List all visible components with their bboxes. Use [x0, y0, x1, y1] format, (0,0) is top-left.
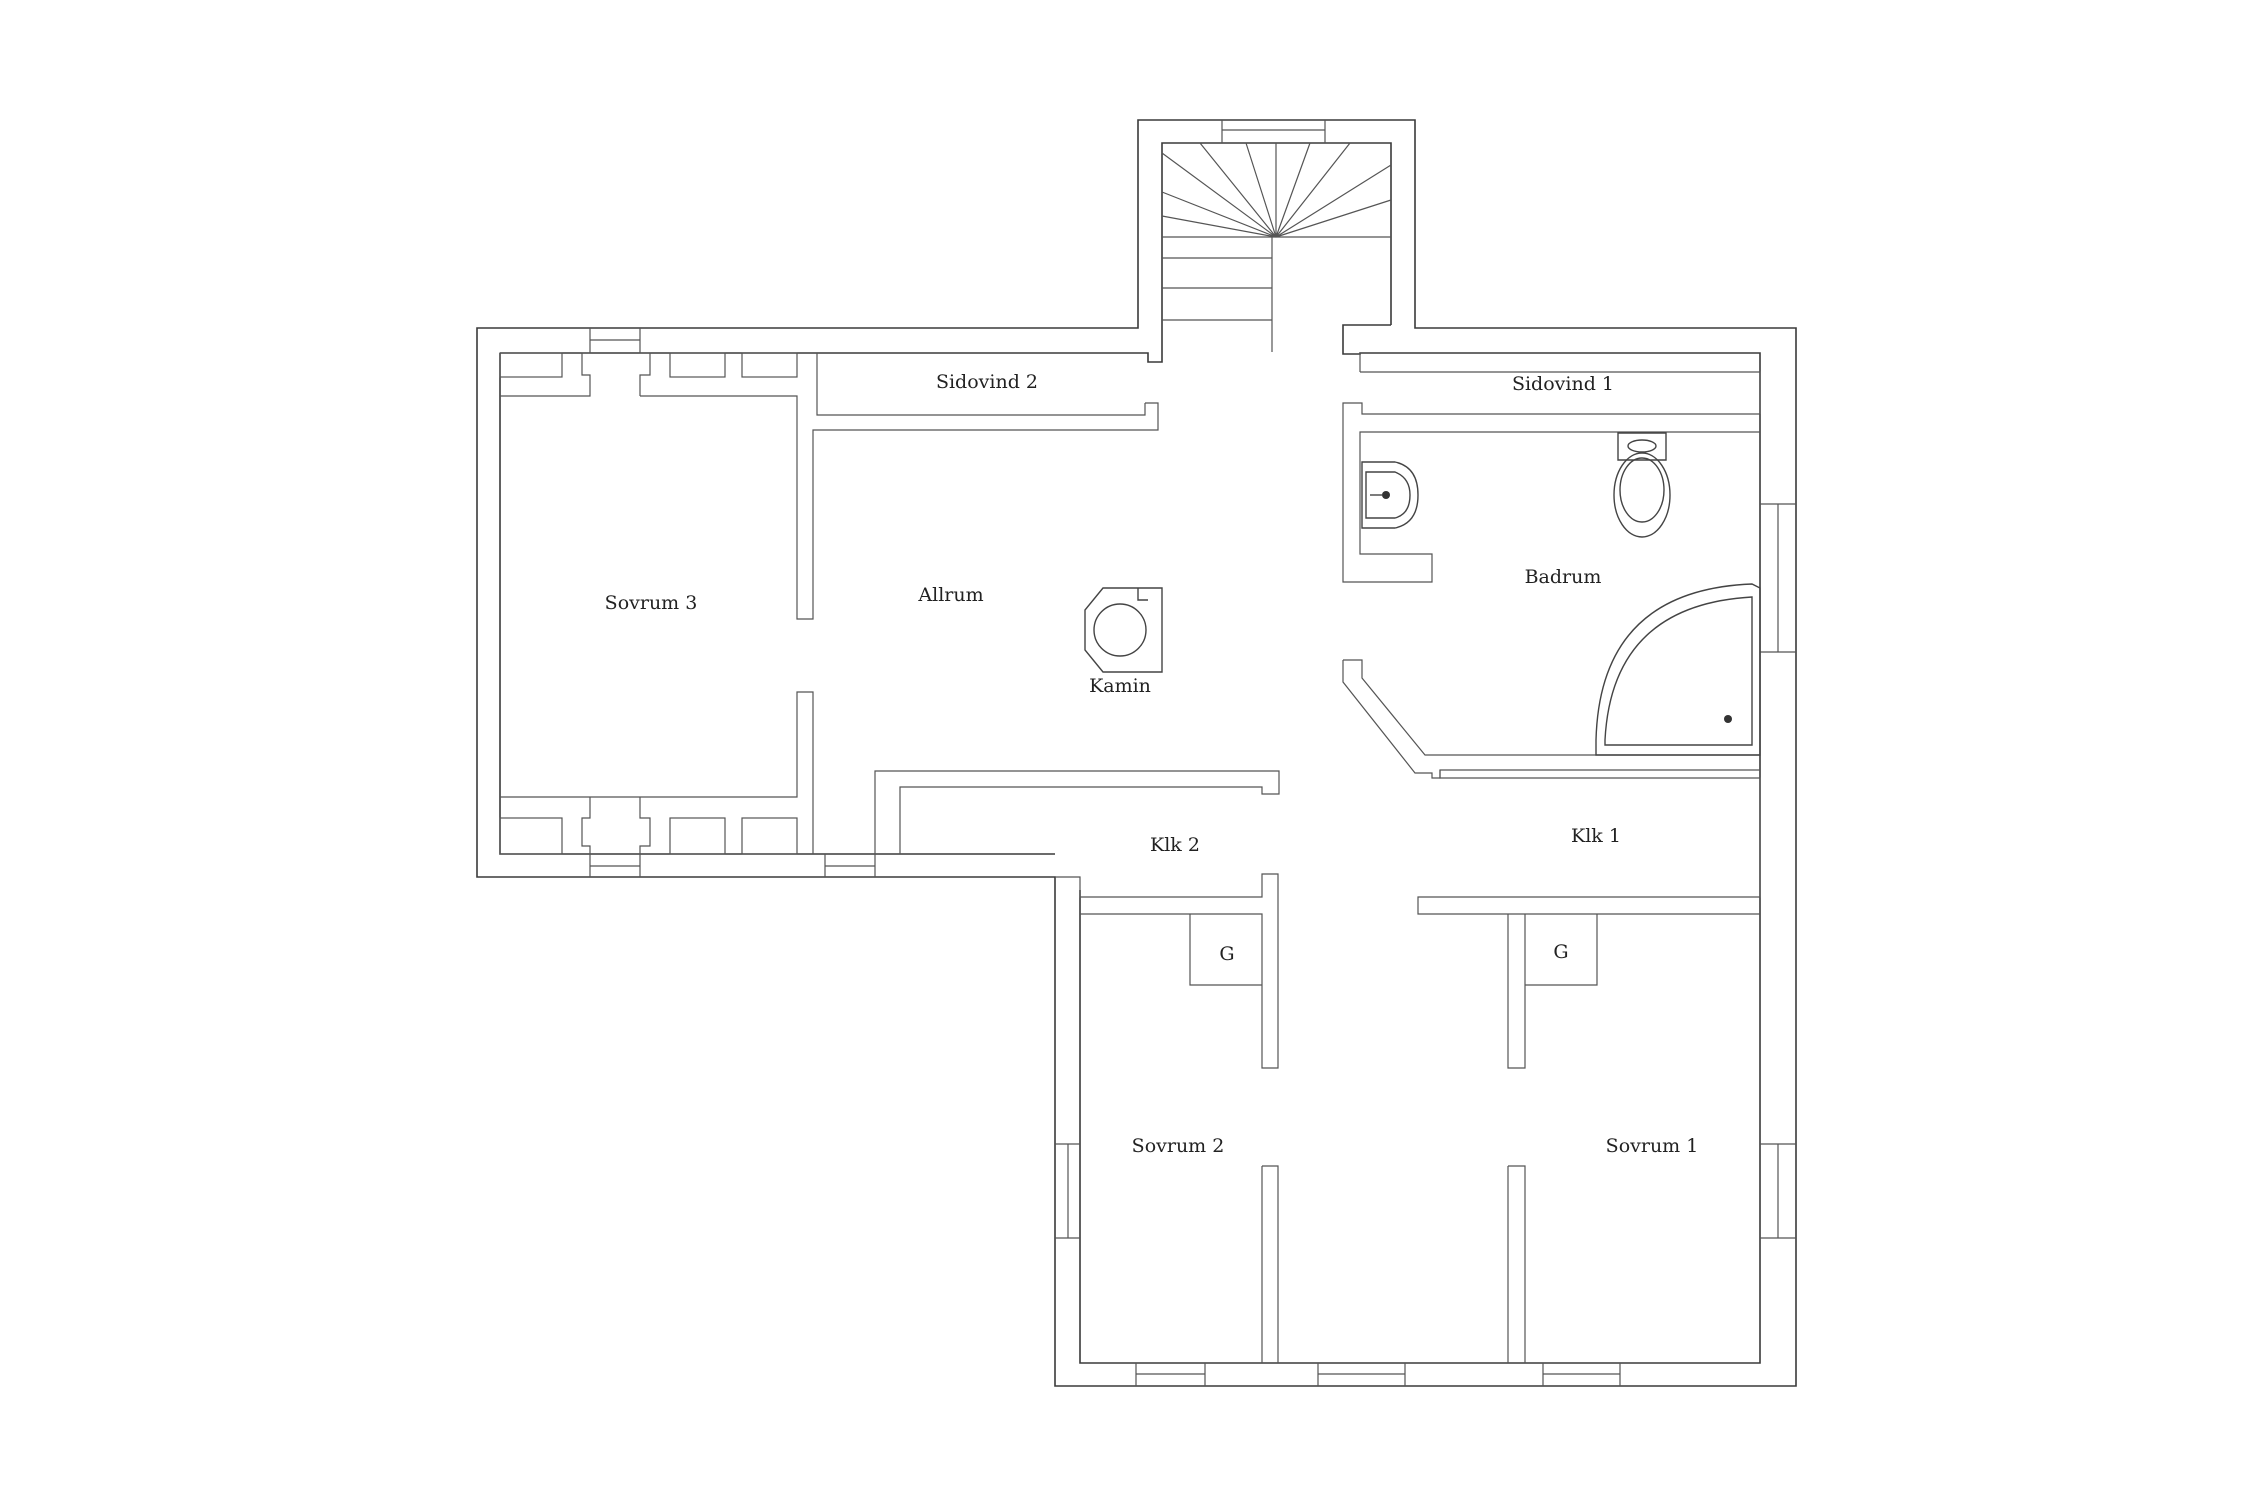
label-g-right: G — [1553, 941, 1568, 963]
outer-walls — [476, 119, 1797, 1387]
stair-top-window — [1221, 120, 1326, 143]
label-klk-2: Klk 2 — [1150, 834, 1200, 856]
label-sovrum-3: Sovrum 3 — [605, 592, 698, 614]
outer-wall-outline — [476, 119, 1797, 1387]
label-g-left: G — [1219, 943, 1234, 965]
kamin-fireplace — [1084, 587, 1163, 673]
lower-walls — [1055, 770, 1796, 1386]
staircase — [1161, 142, 1392, 352]
label-allrum: Allrum — [917, 584, 983, 606]
label-sovrum-2: Sovrum 2 — [1132, 1135, 1225, 1157]
label-badrum: Badrum — [1525, 566, 1602, 588]
label-klk-1: Klk 1 — [1571, 825, 1621, 847]
sovrum3-walls — [499, 328, 1280, 877]
label-sidovind-1: Sidovind 1 — [1512, 373, 1614, 395]
inner-wall-outline — [499, 142, 1761, 1364]
room-labels: Sidovind 2 Sidovind 1 Sovrum 3 Allrum Ba… — [605, 371, 1699, 1157]
label-sidovind-2: Sidovind 2 — [936, 371, 1038, 393]
badrum-walls — [1342, 353, 1796, 779]
label-sovrum-1: Sovrum 1 — [1606, 1135, 1699, 1157]
label-kamin: Kamin — [1089, 675, 1151, 697]
